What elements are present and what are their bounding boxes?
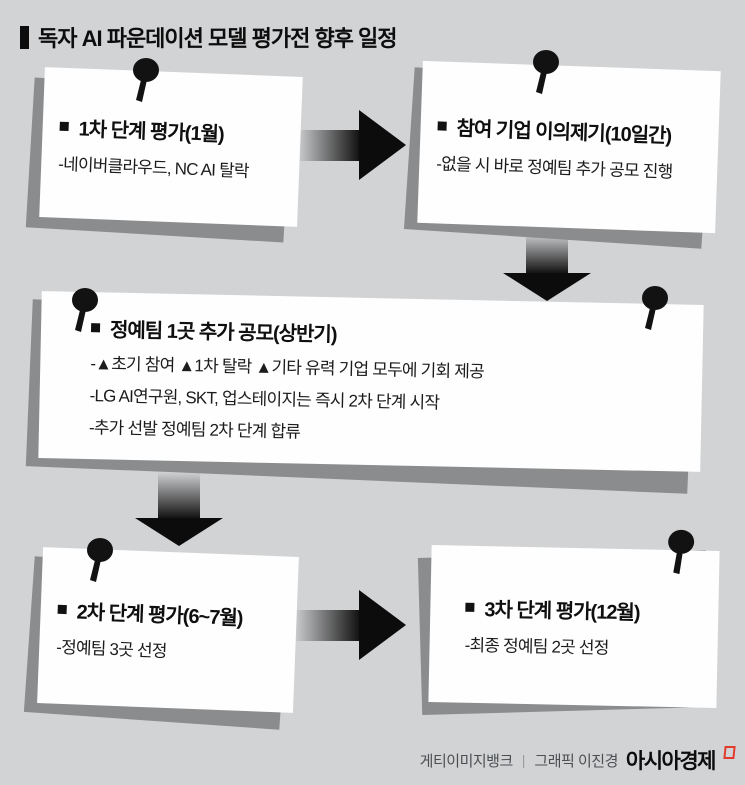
note-step1-evaluation: 1차 단계 평가(1월) -네이버클라우드, NC AI 탈락 (25, 58, 303, 243)
note-line: -없을 시 바로 정예팀 추가 공모 진행 (436, 153, 673, 182)
bullet-square-icon (59, 121, 69, 131)
brand-logo: 아시아경제 (625, 750, 717, 773)
note-heading: 참여 기업 이의제기(10일간) (456, 117, 672, 148)
credit-separator: | (521, 752, 526, 768)
note-step2-evaluation: 2차 단계 평가(6~7월) -정예팀 3곳 선정 (23, 538, 299, 730)
note-objection-period: 참여 기업 이의제기(10일간) -없을 시 바로 정예팀 추가 공모 진행 (403, 50, 721, 249)
note-heading: 2차 단계 평가(6~7월) (76, 600, 243, 630)
bullet-square-icon (465, 602, 475, 612)
note-paper: 2차 단계 평가(6~7월) -정예팀 3곳 선정 (37, 547, 299, 713)
note-line: -▲초기 참여 ▲1차 탈락 ▲기타 유력 기업 모두에 기회 제공 (90, 354, 485, 382)
bullet-square-icon (437, 120, 447, 131)
source-credit: 게티이미지뱅크 (419, 752, 514, 770)
arrow-head (503, 273, 591, 301)
note-line: -LG AI연구원, SKT, 업스테이지는 즉시 2차 단계 시작 (89, 386, 440, 413)
note-heading-row: 1차 단계 평가(1월) (59, 111, 301, 149)
note-heading-row: 3차 단계 평가(12월) (465, 593, 719, 627)
arrow-right-icon (296, 110, 406, 180)
title-accent-bar-icon (20, 25, 29, 49)
arrow-down-icon (503, 233, 591, 301)
note-heading-row: 정예팀 1곳 추가 공모(상반기) (90, 313, 703, 355)
brand-mark-icon (723, 745, 736, 759)
note-step3-evaluation: 3차 단계 평가(12월) -최종 정예팀 2곳 선정 (417, 529, 720, 715)
pushpin-icon (662, 528, 699, 580)
note-heading: 1차 단계 평가(1월) (78, 117, 225, 146)
pushpin-icon (527, 49, 561, 99)
note-heading: 정예팀 1곳 추가 공모(상반기) (109, 319, 337, 347)
note-line: -네이버클라우드, NC AI 탈락 (57, 154, 250, 181)
note-line: -최종 정예팀 2곳 선정 (464, 635, 609, 658)
note-heading: 3차 단계 평가(12월) (484, 599, 640, 625)
title-row: 독자 AI 파운데이션 모델 평가전 향후 일정 (20, 21, 398, 53)
note-heading-row: 참여 기업 이의제기(10일간) (437, 111, 719, 150)
arrow-tail (158, 472, 200, 518)
arrow-tail (293, 609, 359, 641)
pushpin-icon (66, 287, 100, 337)
pushpin-icon (636, 285, 670, 335)
arrow-right-icon (293, 590, 406, 660)
note-paper: 정예팀 1곳 추가 공모(상반기) -▲초기 참여 ▲1차 탈락 ▲기타 유력 … (38, 291, 704, 472)
arrow-tail (526, 233, 568, 273)
note-paper: 1차 단계 평가(1월) -네이버클라우드, NC AI 탈락 (39, 67, 303, 227)
note-heading-row: 2차 단계 평가(6~7월) (57, 594, 297, 632)
note-line: -정예팀 3곳 선정 (55, 637, 167, 661)
graphic-credit: 그래픽 이진경 (534, 752, 618, 770)
bullet-square-icon (57, 604, 67, 614)
arrow-tail (296, 129, 359, 161)
footer-credits: 게티이미지뱅크 | 그래픽 이진경 아시아경제 (419, 745, 736, 775)
pushpin-icon (81, 537, 115, 587)
arrow-head (359, 590, 406, 660)
arrow-down-icon (135, 472, 223, 546)
arrow-head (359, 110, 406, 180)
note-additional-recruitment: 정예팀 1곳 추가 공모(상반기) -▲초기 참여 ▲1차 탈락 ▲기타 유력 … (25, 286, 704, 494)
note-paper: 참여 기업 이의제기(10일간) -없을 시 바로 정예팀 추가 공모 진행 (417, 60, 721, 234)
note-line: -추가 선발 정예팀 2차 단계 합류 (88, 418, 301, 442)
pushpin-icon (127, 57, 161, 107)
arrow-head (135, 518, 223, 546)
page-title: 독자 AI 파운데이션 모델 평가전 향후 일정 (38, 26, 398, 51)
